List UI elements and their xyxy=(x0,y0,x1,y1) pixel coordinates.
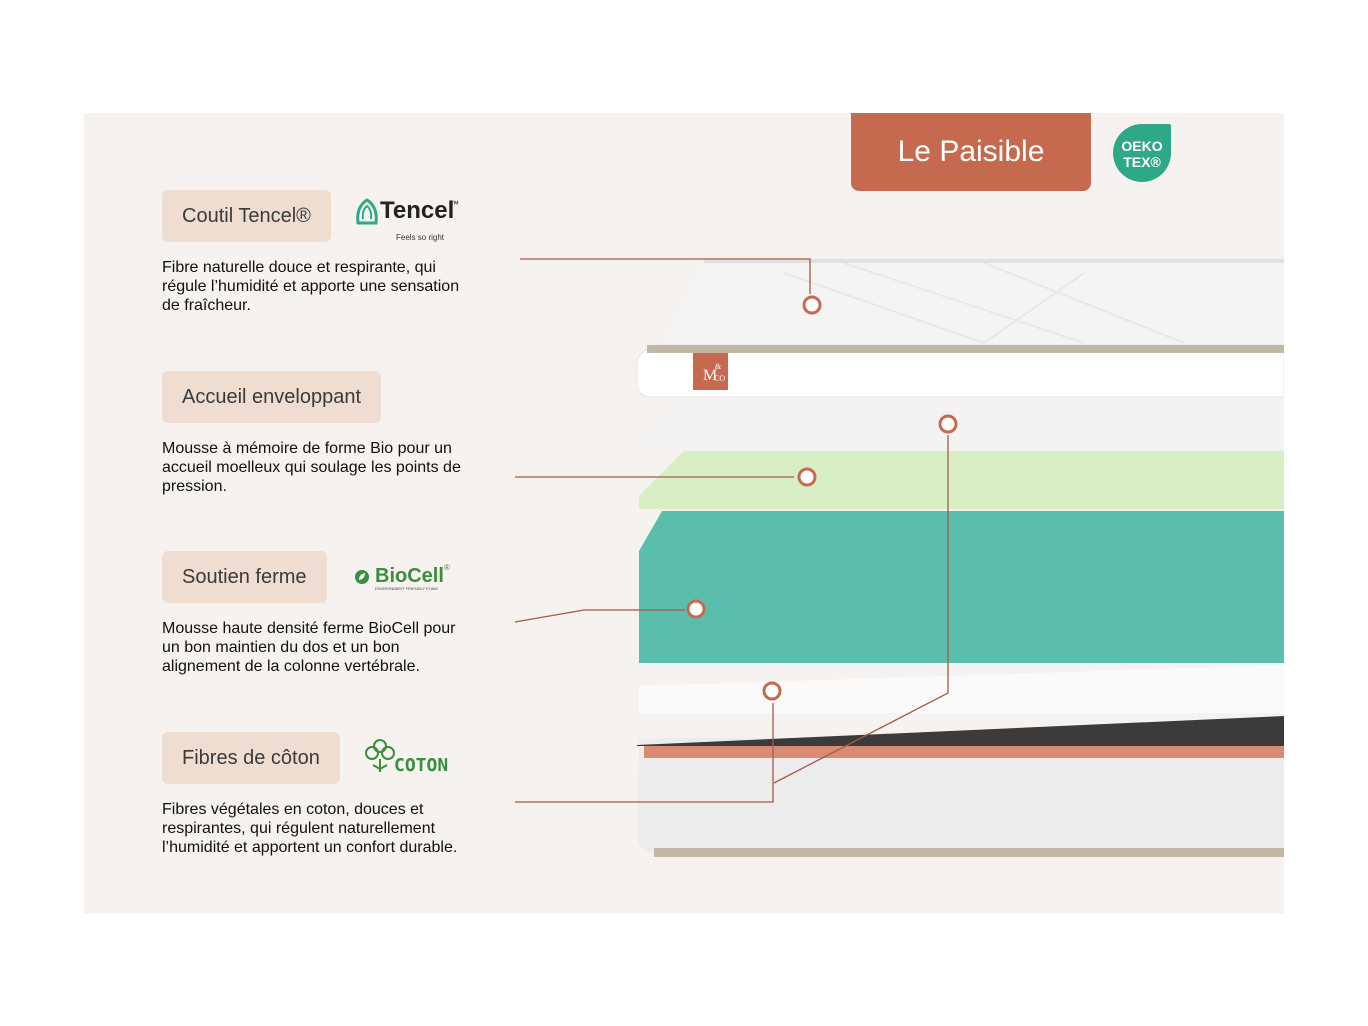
layer-title-tencel: Coutil Tencel® xyxy=(162,190,331,242)
layer-description-tencel: Fibre naturelle douce et respirante, qui… xyxy=(162,259,460,314)
thin-white-layer xyxy=(639,401,1284,449)
marker-cotton-fibres xyxy=(938,414,958,434)
support-foam-layer xyxy=(639,511,1284,663)
leader-lines xyxy=(514,258,949,803)
svg-text:OEKO: OEKO xyxy=(1121,138,1162,154)
biocell-logo: BioCell ® ENVIRONMENT FRIENDLY FOAM xyxy=(354,563,464,595)
product-title-badge: Le Paisible xyxy=(851,113,1091,191)
marker-support-foam xyxy=(686,599,706,619)
layer-title-coton: Fibres de côton xyxy=(162,732,340,784)
memory-foam-layer xyxy=(639,451,1284,509)
tencel-leaf-icon xyxy=(356,198,378,225)
comfort-layer xyxy=(639,665,1284,713)
svg-text:M: M xyxy=(703,367,717,384)
layer-markers xyxy=(686,295,958,701)
marker-memory-foam xyxy=(797,467,817,487)
product-infographic: M & CO Le Paisible OEKO TEX® Coutil Tenc… xyxy=(84,113,1284,913)
coton-logo: COTON xyxy=(363,737,463,777)
svg-text:CO: CO xyxy=(714,374,725,383)
marker-comfort-layer xyxy=(762,681,782,701)
layer-title-accueil: Accueil enveloppant xyxy=(162,371,382,423)
layer-description-coton: Fibres végétales en coton, douces et res… xyxy=(162,801,458,856)
brand-tag xyxy=(693,353,728,390)
mattress-layers-illustration: M & CO xyxy=(514,258,1284,857)
svg-text:TEX®: TEX® xyxy=(1123,154,1161,170)
layer-description-accueil: Mousse à mémoire de forme Bio pour un ac… xyxy=(162,440,461,495)
svg-text:&: & xyxy=(715,362,722,371)
tencel-logo: Tencel ™ Feels so right xyxy=(354,197,464,247)
cotton-flower-icon xyxy=(365,739,395,772)
base-layer xyxy=(637,738,1284,853)
marker-cover xyxy=(802,295,822,315)
layer-description-soutien: Mousse haute densité ferme BioCell pour … xyxy=(162,620,456,675)
oeko-tex-logo: OEKO TEX® xyxy=(1113,124,1171,182)
layer-title-soutien: Soutien ferme xyxy=(162,551,327,603)
biocell-leaf-icon xyxy=(355,570,369,584)
